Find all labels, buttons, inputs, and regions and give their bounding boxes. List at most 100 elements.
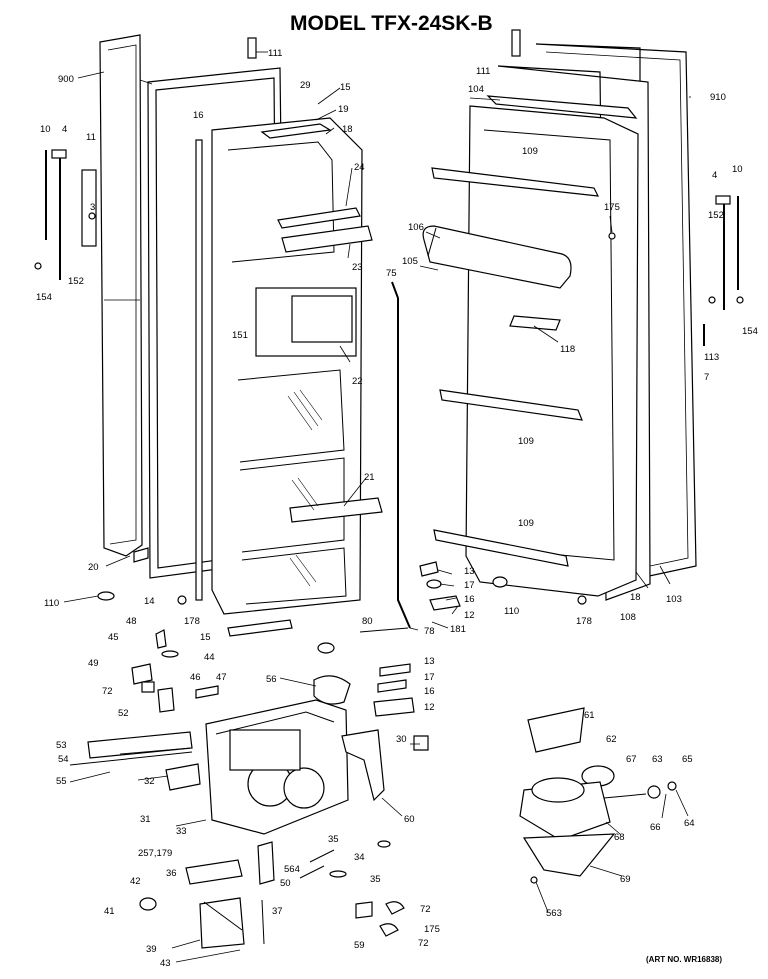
callout-label: 151	[232, 330, 248, 341]
callout-label: 152	[68, 276, 84, 287]
callout-label: 52	[118, 708, 129, 719]
callout-label: 47	[216, 672, 227, 683]
callout-label: 46	[190, 672, 201, 683]
callout-label: 4	[712, 170, 717, 181]
callout-label: 65	[682, 754, 693, 765]
callout-label: 178	[184, 616, 200, 627]
callout-label: 78	[424, 626, 435, 637]
callout-label: 72	[420, 904, 431, 915]
callout-label: 35	[370, 874, 381, 885]
callout-label: 103	[666, 594, 682, 605]
dispenser-small-parts	[69, 629, 429, 949]
freezer-door-outer-panel	[99, 34, 143, 557]
diagram-title: MODEL TFX-24SK-B	[290, 12, 493, 35]
callout-label: 67	[626, 754, 637, 765]
callout-label: 17	[464, 580, 475, 591]
callout-label: 18	[630, 592, 641, 603]
callout-label: 15	[200, 632, 211, 643]
callout-label: 111	[268, 48, 282, 59]
callout-label: 10	[732, 164, 743, 175]
callout-label: 175	[604, 202, 620, 213]
callout-label: 104	[468, 84, 484, 95]
callout-label: 4	[62, 124, 67, 135]
callout-label: 80	[362, 616, 373, 627]
callout-label: 56	[266, 674, 277, 685]
callout-label: 181	[450, 624, 466, 635]
callout-label: 12	[424, 702, 435, 713]
callout-label: 60	[404, 814, 415, 825]
callout-label: 109	[518, 518, 534, 529]
callout-label: 50	[280, 878, 291, 889]
art-number: (ART NO. WR16838)	[646, 955, 722, 964]
callout-label: 16	[464, 594, 475, 605]
callout-label: 7	[704, 372, 709, 383]
callout-label: 178	[576, 616, 592, 627]
callout-label: 48	[126, 616, 137, 627]
fresh-food-hinge-parts	[247, 29, 744, 611]
callout-label: 34	[354, 852, 365, 863]
callout-label: 20	[88, 562, 99, 573]
dairy-compartment	[422, 225, 572, 289]
callout-label: 910	[710, 92, 726, 103]
callout-label: 13	[464, 566, 475, 577]
callout-label: 61	[584, 710, 595, 721]
callout-label: 118	[560, 344, 575, 355]
callout-label: 109	[518, 436, 534, 447]
callout-label: 53	[56, 740, 67, 751]
callout-label: 14	[144, 596, 155, 607]
callout-label: 66	[650, 822, 661, 833]
callout-label: 21	[364, 472, 375, 483]
callout-label: 154	[36, 292, 52, 303]
freezer-door-hinge-parts	[34, 139, 411, 654]
callout-label: 59	[354, 940, 365, 951]
callout-label: 29	[300, 80, 311, 91]
fresh-food-door-shelves	[431, 167, 600, 567]
callout-label: 13	[424, 656, 435, 667]
callout-label: 35	[328, 834, 339, 845]
callout-label: 23	[352, 262, 363, 273]
freezer-door-shelves	[227, 123, 383, 637]
callout-label: 111	[476, 66, 490, 77]
callout-label: 3	[90, 202, 95, 213]
callout-label: 45	[108, 632, 119, 643]
freezer-door-hatching	[287, 389, 323, 587]
callout-label: 16	[424, 686, 435, 697]
callout-label: 564	[284, 864, 300, 875]
callout-label: 36	[166, 868, 177, 879]
callout-label: 32	[144, 776, 155, 787]
callout-label: 75	[386, 268, 397, 279]
callout-label: 563	[546, 908, 562, 919]
callout-label: 72	[102, 686, 113, 697]
callout-label: 12	[464, 610, 475, 621]
callout-label: 19	[338, 104, 349, 115]
callout-label: 175	[424, 924, 440, 935]
callout-label: 900	[58, 74, 74, 85]
callout-label: 41	[104, 906, 115, 917]
callout-label: 64	[684, 818, 695, 829]
callout-label: 30	[396, 734, 407, 745]
callout-label: 108	[620, 612, 636, 623]
callout-label: 109	[522, 146, 538, 157]
callout-label: 17	[424, 672, 435, 683]
fresh-food-door-liner	[465, 95, 639, 597]
callout-label: 69	[620, 874, 631, 885]
callout-label: 11	[86, 132, 96, 143]
callout-label: 113	[704, 352, 719, 363]
fresh-food-door-outer-panel	[535, 43, 697, 579]
callout-label: 15	[340, 82, 351, 93]
callout-label: 33	[176, 826, 187, 837]
callout-label: 16	[193, 110, 204, 121]
callout-label: 18	[342, 124, 353, 135]
callout-label: 110	[44, 598, 59, 609]
callout-label: 106	[408, 222, 424, 233]
callout-label: 68	[614, 832, 625, 843]
callout-label: 42	[130, 876, 141, 887]
callout-label: 39	[146, 944, 157, 955]
callout-label: 43	[160, 958, 171, 969]
dispenser-housing	[205, 699, 349, 835]
callout-label: 24	[354, 162, 365, 173]
callout-label: 110	[504, 606, 519, 617]
callout-label: 10	[40, 124, 51, 135]
callout-label: 154	[742, 326, 758, 337]
callout-label: 105	[402, 256, 418, 267]
